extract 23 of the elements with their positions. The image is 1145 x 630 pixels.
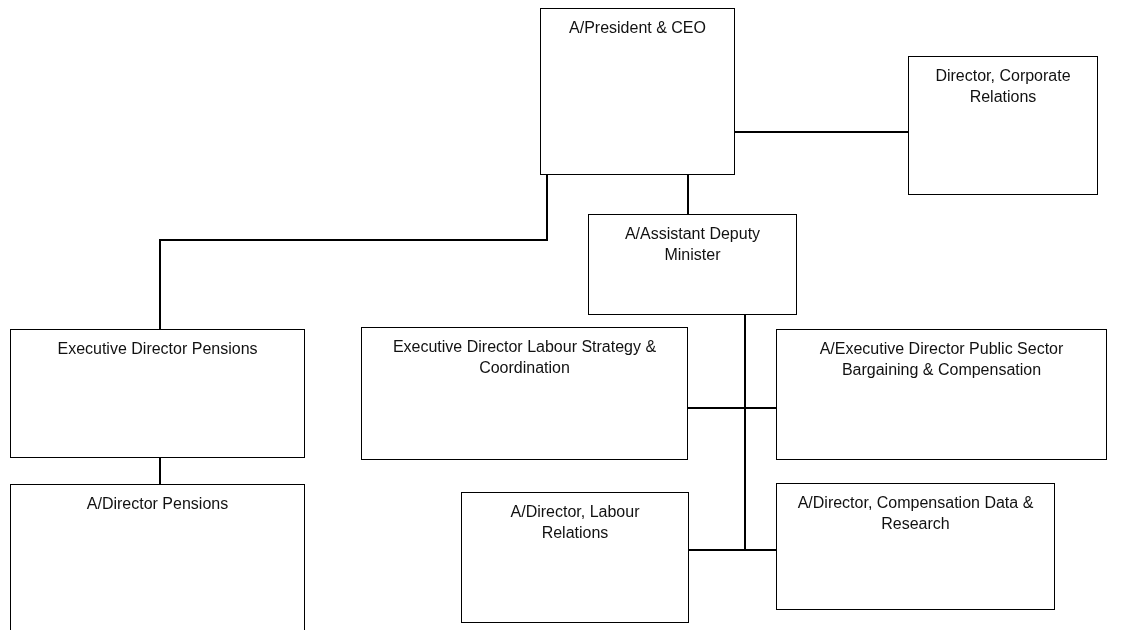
position-box: [776, 483, 1055, 610]
position-box: [908, 56, 1098, 195]
position-title: A/Director, Labour Relations: [509, 502, 641, 543]
connector-line: [159, 457, 161, 485]
position-title: A/Director, Compensation Data & Research: [796, 493, 1035, 534]
connector-line: [734, 131, 909, 133]
position-title: A/Director Pensions: [85, 494, 230, 514]
position-box: [540, 8, 735, 175]
position-title: Director, Corporate Relations: [934, 66, 1072, 107]
position-box: [588, 214, 797, 315]
position-box: [10, 329, 305, 458]
position-title: A/Assistant Deputy Minister: [623, 224, 762, 265]
position-box: [461, 492, 689, 623]
connector-line: [687, 174, 689, 215]
position-title: Executive Director Labour Strategy & Coordination: [391, 337, 658, 378]
position-box: [776, 329, 1107, 460]
position-box: [361, 327, 688, 460]
connector-line: [744, 314, 777, 551]
position-title: A/President & CEO: [568, 18, 707, 38]
position-title: A/Executive Director Public Sector Bargaining & Compensation: [818, 339, 1065, 380]
position-title: Executive Director Pensions: [56, 339, 259, 359]
position-box: [10, 484, 305, 630]
connector-line: [159, 174, 548, 330]
